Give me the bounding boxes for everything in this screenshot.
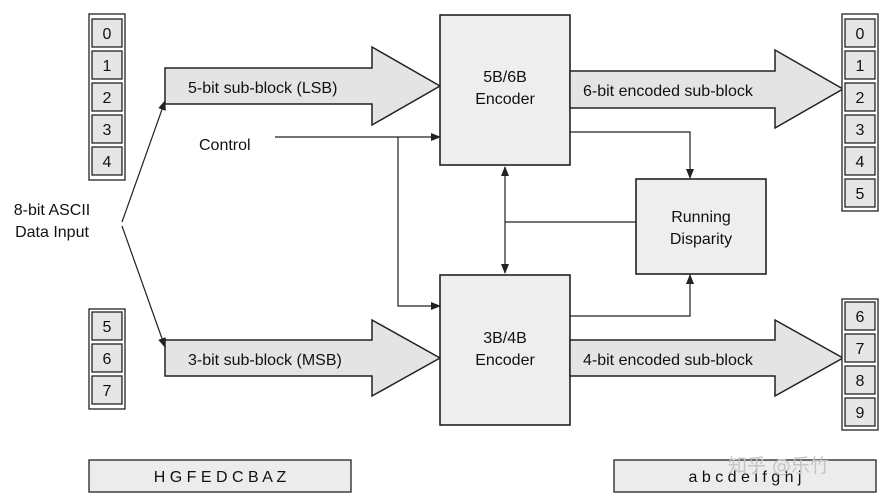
input-bit-label: 2 — [103, 90, 112, 107]
lsb-arrow — [164, 45, 442, 127]
output-bit-label: 3 — [856, 122, 865, 139]
output-bottom-bits: 6 7 8 9 — [841, 298, 879, 431]
output-top-bits: 0 1 2 3 4 5 — [841, 13, 879, 212]
split-line-lsb — [121, 100, 166, 223]
input-bit-label: 7 — [103, 383, 112, 400]
input-bit-cell: 0 — [91, 18, 123, 48]
input-bit-cell: 7 — [91, 375, 123, 405]
line-3b4b-to-rd — [570, 274, 694, 317]
output-bit-label: 4 — [856, 154, 865, 171]
out6-arrow-label: 6-bit encoded sub-block — [583, 83, 754, 100]
output-bit-cell: 3 — [844, 114, 876, 144]
out6-arrow — [569, 48, 845, 130]
input-label-line2: Data Input — [15, 224, 89, 241]
encoder-3b4b — [439, 274, 571, 426]
output-bit-label: 6 — [856, 309, 865, 326]
input-bit-cell: 6 — [91, 343, 123, 373]
input-bit-label: 3 — [103, 122, 112, 139]
output-bit-label: 7 — [856, 341, 865, 358]
output-bit-cell: 0 — [844, 18, 876, 48]
output-bit-label: 8 — [856, 373, 865, 390]
output-bit-cell: 8 — [844, 365, 876, 395]
input-bit-label: 5 — [103, 319, 112, 336]
encoder-5b6b-subtitle: Encoder — [475, 91, 535, 108]
input-bit-cell: 2 — [91, 82, 123, 112]
input-bit-cell: 1 — [91, 50, 123, 80]
msb-arrow — [164, 318, 442, 398]
split-line-msb — [121, 225, 166, 348]
output-bit-cell: 1 — [844, 50, 876, 80]
output-bit-cell: 7 — [844, 333, 876, 363]
output-bit-cell: 9 — [844, 397, 876, 427]
input-bit-cell: 5 — [91, 311, 123, 341]
watermark: 知乎 @乐竹 — [728, 455, 829, 477]
running-disparity-block — [635, 178, 767, 275]
output-bit-label: 2 — [856, 90, 865, 107]
input-msb-bits: 5 6 7 — [88, 308, 126, 410]
input-bit-cell: 3 — [91, 114, 123, 144]
output-bit-label: 1 — [856, 58, 865, 75]
control-line-to-3b4b — [397, 137, 441, 310]
input-bit-label: 1 — [103, 58, 112, 75]
out4-arrow — [569, 318, 845, 398]
output-bit-label: 0 — [856, 26, 865, 43]
input-bit-cell: 4 — [91, 146, 123, 176]
input-bit-label: 0 — [103, 26, 112, 43]
line-5b6b-to-rd — [570, 131, 694, 179]
output-bit-order-text: a b c d e i f g h j — [689, 469, 802, 486]
input-bit-label: 6 — [103, 351, 112, 368]
input-bit-order-text: H G F E D C B A Z — [154, 469, 287, 486]
output-bit-label: 9 — [856, 405, 865, 422]
control-label: Control — [199, 137, 251, 154]
running-disparity-subtitle: Disparity — [670, 231, 732, 248]
encoder-3b4b-title: 3B/4B — [483, 330, 527, 347]
output-bit-cell: 6 — [844, 301, 876, 331]
output-bit-cell: 2 — [844, 82, 876, 112]
input-label-line1: 8-bit ASCII — [14, 202, 90, 219]
running-disparity-title: Running — [671, 209, 731, 226]
output-bit-cell: 5 — [844, 178, 876, 208]
encoder-5b6b-title: 5B/6B — [483, 69, 527, 86]
input-lsb-bits: 0 1 2 3 4 — [88, 13, 126, 181]
output-bit-cell: 4 — [844, 146, 876, 176]
input-bit-order-bar — [88, 459, 352, 493]
input-bit-label: 4 — [103, 154, 112, 171]
output-bit-order-bar — [613, 459, 877, 493]
msb-arrow-label: 3-bit sub-block (MSB) — [188, 352, 342, 369]
encoder-3b4b-subtitle: Encoder — [475, 352, 535, 369]
encoder-5b6b — [439, 14, 571, 166]
out4-arrow-label: 4-bit encoded sub-block — [583, 352, 754, 369]
output-bit-label: 5 — [856, 186, 865, 203]
lsb-arrow-label: 5-bit sub-block (LSB) — [188, 80, 337, 97]
